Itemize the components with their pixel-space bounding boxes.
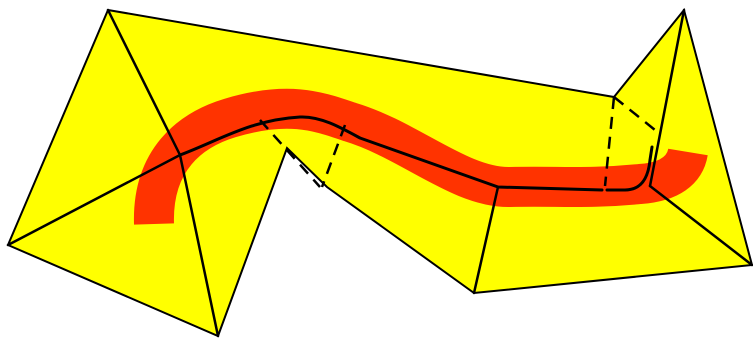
edge-hub-to-left [6, 153, 182, 247]
solid-edges [6, 8, 753, 338]
dashed-edge-left-b [320, 124, 347, 188]
dashed-edges [259, 96, 656, 188]
dashed-edge-right-b [613, 96, 656, 131]
dashed-edge-right-a [603, 96, 616, 187]
dashed-edge-left-a [259, 119, 321, 188]
medial-path [178, 115, 604, 192]
edge-bottom-hub-to-corner [472, 185, 500, 295]
medial-path-end [605, 145, 654, 192]
edge-top-to-hub [106, 8, 182, 157]
yellow-polygon [6, 7, 753, 338]
edge-hub-to-bottom [178, 153, 220, 338]
edge-right-hub-to-corner [648, 184, 753, 267]
edge-right-top-to-hub [648, 8, 686, 188]
